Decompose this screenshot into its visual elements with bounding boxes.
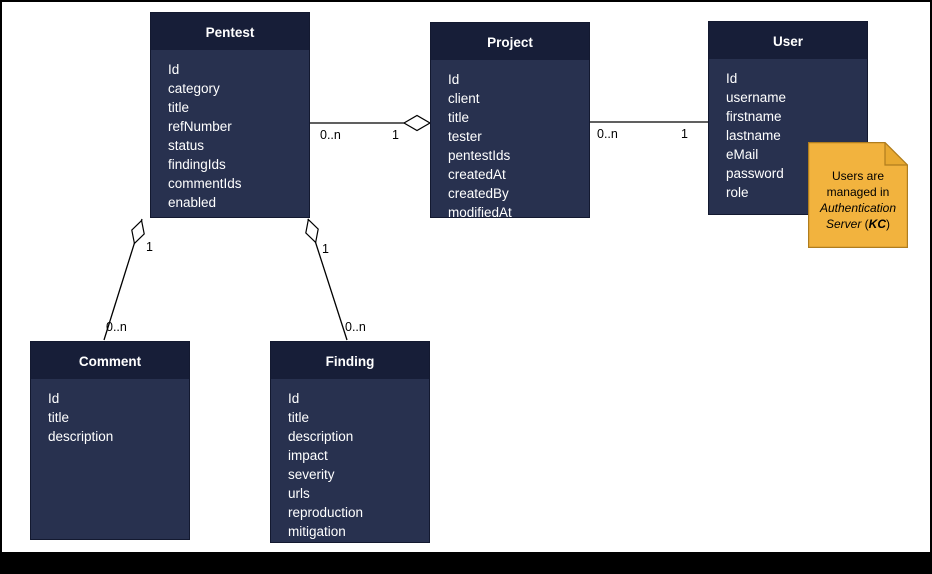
entity-field: title — [448, 110, 470, 125]
note-line: managed in — [826, 185, 890, 199]
entity-field: modifiedAt — [448, 205, 512, 220]
entity-field: description — [288, 429, 354, 444]
entity-finding[interactable]: Finding Id title description impact severity… — [270, 341, 430, 543]
entity-field: refNumber — [168, 119, 232, 134]
entity-field: Id — [48, 391, 60, 406]
entity-pentest[interactable]: Pentest Id category title refNumber status fi… — [150, 12, 310, 218]
aggregation-diamond-comment — [131, 219, 145, 245]
sticky-note-shape — [808, 142, 908, 248]
multiplicity-label: 0..n — [320, 128, 341, 142]
entity-field: mitigation — [288, 524, 346, 539]
entity-field: impact — [288, 448, 328, 463]
entity-field-list: Id title description impact severity urls repr… — [271, 379, 429, 545]
entity-field: role — [726, 185, 749, 200]
entity-field: createdBy — [448, 186, 509, 201]
note-line: ( — [861, 217, 869, 231]
multiplicity-label: 0..n — [106, 320, 127, 334]
note-line: ) — [886, 217, 891, 231]
entity-field: findingIds — [168, 157, 226, 172]
entity-field: commentIds — [168, 176, 242, 191]
entity-field: Id — [448, 72, 460, 87]
entity-field: client — [448, 91, 480, 106]
entity-field: eMail — [726, 147, 759, 162]
entity-field: reproduction — [288, 505, 364, 520]
multiplicity-label: 1 — [146, 240, 153, 254]
note-line: KC — [868, 217, 887, 231]
entity-field: title — [48, 410, 70, 425]
note-line: Users are — [831, 169, 884, 183]
entity-field: status — [168, 138, 205, 153]
entity-title: Project — [431, 23, 589, 60]
entity-field-list: Id client title tester pentestIds createdAt cr… — [431, 60, 589, 226]
entity-comment[interactable]: Comment Id title description — [30, 341, 190, 540]
multiplicity-label: 1 — [322, 242, 329, 256]
entity-field: lastname — [726, 128, 781, 143]
entity-title: Finding — [271, 342, 429, 379]
entity-title: User — [709, 22, 867, 59]
entity-project[interactable]: Project Id client title tester pentestIds cre… — [430, 22, 590, 220]
entity-field: title — [288, 410, 310, 425]
entity-field-list: Id category title refNumber status findingIds… — [151, 50, 309, 217]
aggregation-diamond-finding — [305, 218, 319, 244]
note-line: Authentication — [819, 201, 897, 215]
entity-field: severity — [288, 467, 335, 482]
entity-field: Id — [288, 391, 300, 406]
entity-title: Comment — [31, 342, 189, 379]
entity-field: Id — [726, 71, 738, 86]
entity-field: firstname — [726, 109, 782, 124]
entity-field: username — [726, 90, 787, 105]
entity-field: tester — [448, 129, 482, 144]
sticky-note-text: Users are managed in Authentication Serv… — [808, 142, 908, 248]
diagram-canvas: 0..n 1 0..n 1 1 0..n 1 0..n Pentest Id ca… — [2, 2, 930, 552]
entity-title: Pentest — [151, 13, 309, 50]
multiplicity-label: 0..n — [345, 320, 366, 334]
multiplicity-label: 1 — [681, 127, 688, 141]
entity-field: createdAt — [448, 167, 506, 182]
entity-field: category — [168, 81, 220, 96]
entity-field: Id — [168, 62, 180, 77]
entity-field: title — [168, 100, 190, 115]
entity-field: description — [48, 429, 114, 444]
sticky-note[interactable]: Users are managed in Authentication Serv… — [808, 142, 908, 248]
aggregation-diamond-project — [402, 114, 432, 132]
entity-field: password — [726, 166, 784, 181]
note-fold-corner — [884, 142, 908, 166]
entity-field-list: Id title description — [31, 379, 189, 539]
multiplicity-label: 0..n — [597, 127, 618, 141]
entity-field: pentestIds — [448, 148, 511, 163]
entity-field-list: Id username firstname lastname eMail password… — [709, 59, 867, 214]
multiplicity-label: 1 — [392, 128, 399, 142]
note-line: Server — [825, 217, 862, 231]
entity-field: enabled — [168, 195, 217, 210]
connector-layer — [103, 114, 708, 341]
entity-field: urls — [288, 486, 310, 501]
